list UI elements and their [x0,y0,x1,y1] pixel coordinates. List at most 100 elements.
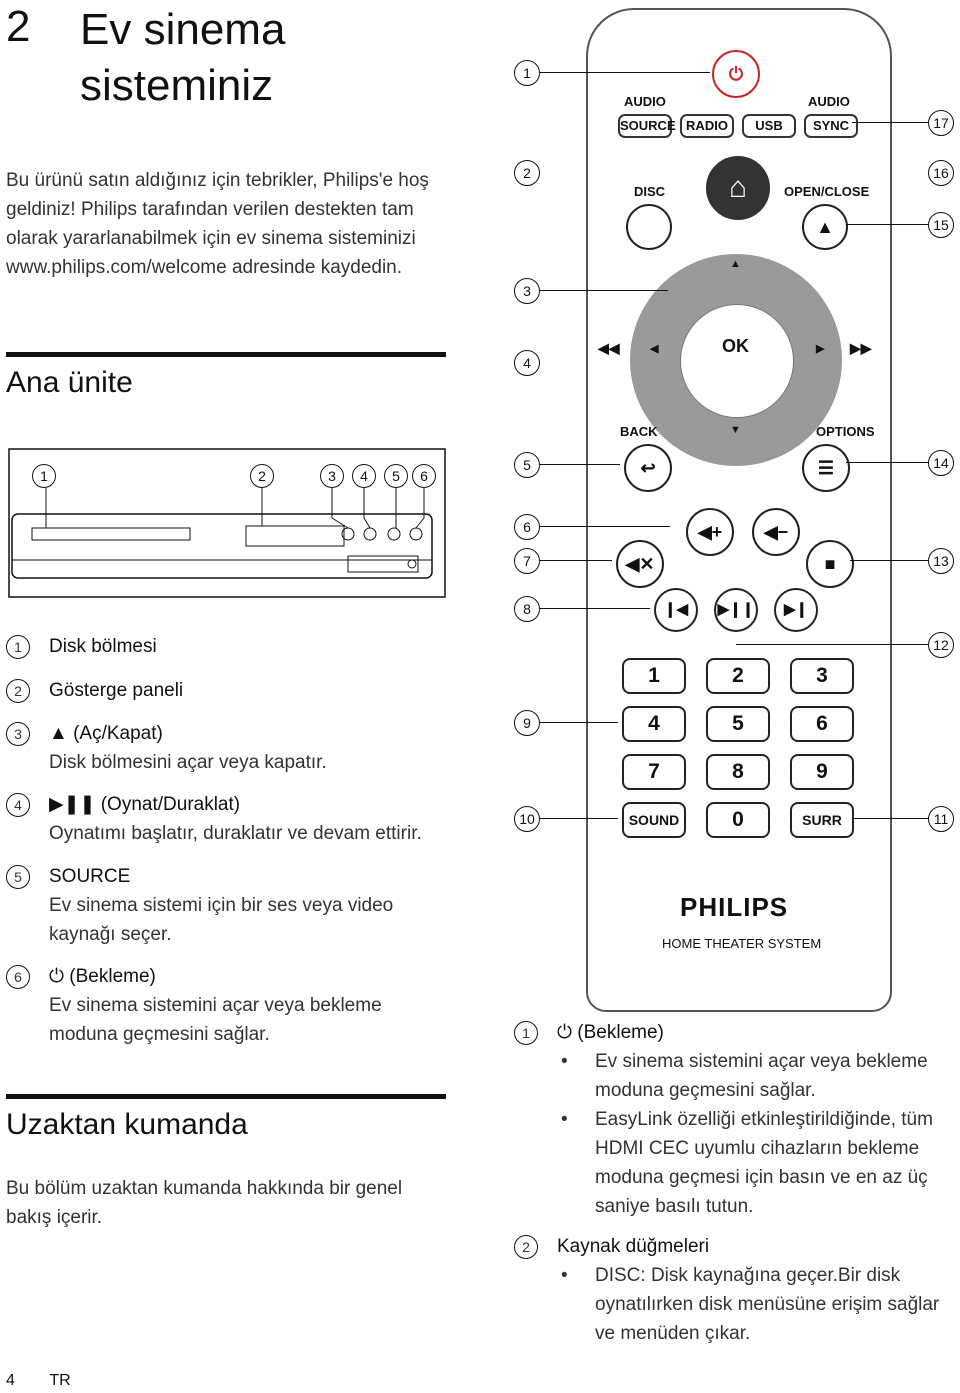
leader-line [540,290,668,291]
fast-forward-icon[interactable]: ▶▶ [850,340,872,356]
item-number: 6 [6,965,30,989]
remote-callout: 15 [928,212,954,238]
leader-line [736,644,928,645]
open-close-label: OPEN/CLOSE [784,184,870,199]
number-key-8[interactable]: 8 [706,754,770,790]
list-item: 1 Disk bölmesi [6,632,456,661]
leader-line [850,560,928,561]
down-arrow-icon[interactable]: ▼ [730,424,741,436]
number-key-3[interactable]: 3 [790,658,854,694]
number-key-4[interactable]: 4 [622,706,686,742]
number-key-9[interactable]: 9 [790,754,854,790]
list-item: 2 Kaynak düğmeleri DISC: Disk kaynağına … [514,1232,954,1348]
remote-callout: 14 [928,450,954,476]
unit-callout: 5 [384,464,408,488]
disc-button[interactable] [626,204,672,250]
brand-logo: PHILIPS [680,892,789,922]
bullet-item: EasyLink özelliği etkinleştirildiğinde, … [557,1105,954,1221]
radio-button[interactable]: RADIO [680,114,734,138]
leader-line [540,526,670,527]
volume-up-icon[interactable]: ◀+ [686,508,734,556]
unit-callout: 2 [250,464,274,488]
brand-subtitle: HOME THEATER SYSTEM [662,936,822,951]
remote-callout: 2 [514,160,540,186]
number-key-5[interactable]: 5 [706,706,770,742]
item-number: 5 [6,865,30,889]
volume-down-icon[interactable]: ◀− [752,508,800,556]
left-arrow-icon[interactable]: ◀ [650,343,659,355]
item-number: 4 [6,793,30,817]
power-icon[interactable]: ⏻ [712,50,760,98]
play-pause-icon[interactable]: ▶❙❙ [714,588,758,632]
bullet-item: DISC: Disk kaynağına geçer.Bir disk oyna… [557,1261,954,1348]
rewind-icon[interactable]: ◀◀ [598,340,620,356]
list-item: 5 SOURCE Ev sinema sistemi için bir ses … [6,862,456,949]
right-arrow-icon[interactable]: ▶ [816,343,825,355]
item-title: ▶❚❚ (Oynat/Duraklat) [49,794,241,815]
chapter-title: Ev sinema sisteminiz [80,5,286,110]
surr-button[interactable]: SURR [790,802,854,838]
remote-callout: 6 [514,514,540,540]
remote-heading: Uzaktan kumanda [6,1108,248,1141]
list-item: 2 Gösterge paneli [6,676,456,705]
leader-line [540,560,612,561]
main-unit-drawing [8,448,446,598]
sound-button[interactable]: SOUND [622,802,686,838]
ok-button[interactable] [680,304,794,418]
number-key-6[interactable]: 6 [790,706,854,742]
source-button[interactable]: SOURCE [618,114,676,138]
leader-line [540,464,620,465]
next-icon[interactable]: ▶❙ [774,588,818,632]
options-label: OPTIONS [816,424,875,439]
item-number: 3 [6,722,30,746]
bullet-item: Ev sinema sistemini açar veya bekleme mo… [557,1047,954,1105]
number-key-0[interactable]: 0 [706,802,770,838]
leader-line [852,818,928,819]
list-item: 4 ▶❚❚ (Oynat/Duraklat) Oynatımı başlatır… [6,790,456,848]
ok-label: OK [722,336,749,356]
item-number: 2 [6,679,30,703]
number-key-7[interactable]: 7 [622,754,686,790]
eject-icon[interactable]: ▲ [802,204,848,250]
remote-callout: 17 [928,110,954,136]
leader-line [540,722,618,723]
remote-callout: 16 [928,160,954,186]
number-key-1[interactable]: 1 [622,658,686,694]
list-item: 1 ⏻ (Bekleme) Ev sinema sistemini açar v… [514,1018,954,1221]
options-icon[interactable]: ☰ [802,444,850,492]
intro-text: Bu ürünü satın aldığınız için tebrikler,… [6,170,429,278]
unit-callout: 6 [412,464,436,488]
audio-label: AUDIO [624,94,666,109]
number-key-2[interactable]: 2 [706,658,770,694]
remote-callout: 13 [928,548,954,574]
section-rule [6,1094,446,1099]
page-footer: 4 TR [6,1372,71,1390]
sync-button[interactable]: SYNC [804,114,858,138]
item-title: SOURCE [49,866,131,887]
previous-icon[interactable]: ❙◀ [654,588,698,632]
stop-icon[interactable]: ■ [806,540,854,588]
item-desc: Ev sinema sistemi için bir ses veya vide… [49,895,394,945]
remote-callout: 5 [514,452,540,478]
remote-control: ⏻ AUDIO AUDIO SOURCE RADIO USB SYNC DISC… [586,8,892,1012]
leader-line [846,462,928,463]
item-title: ⏻ (Bekleme) [557,1022,664,1043]
remote-callout: 7 [514,548,540,574]
leader-line [540,608,650,609]
section-rule [6,352,446,357]
back-icon[interactable]: ↩ [624,444,672,492]
item-title: Disk bölmesi [49,636,157,657]
remote-callout: 3 [514,278,540,304]
mute-icon[interactable]: ◀✕ [616,540,664,588]
language-code: TR [49,1372,71,1389]
main-unit-illustration: 1 2 3 4 5 6 [8,448,446,598]
up-arrow-icon[interactable]: ▲ [730,258,741,270]
item-desc: Ev sinema sistemini açar veya bekleme mo… [49,995,382,1045]
usb-button[interactable]: USB [742,114,796,138]
home-icon[interactable]: ⌂ [706,156,770,220]
disc-label: DISC [634,184,666,199]
list-item: 6 ⏻ (Bekleme) Ev sinema sistemini açar v… [6,962,456,1049]
item-title: ▲ (Aç/Kapat) [49,723,163,744]
unit-callout: 4 [352,464,376,488]
remote-callout: 1 [514,60,540,86]
